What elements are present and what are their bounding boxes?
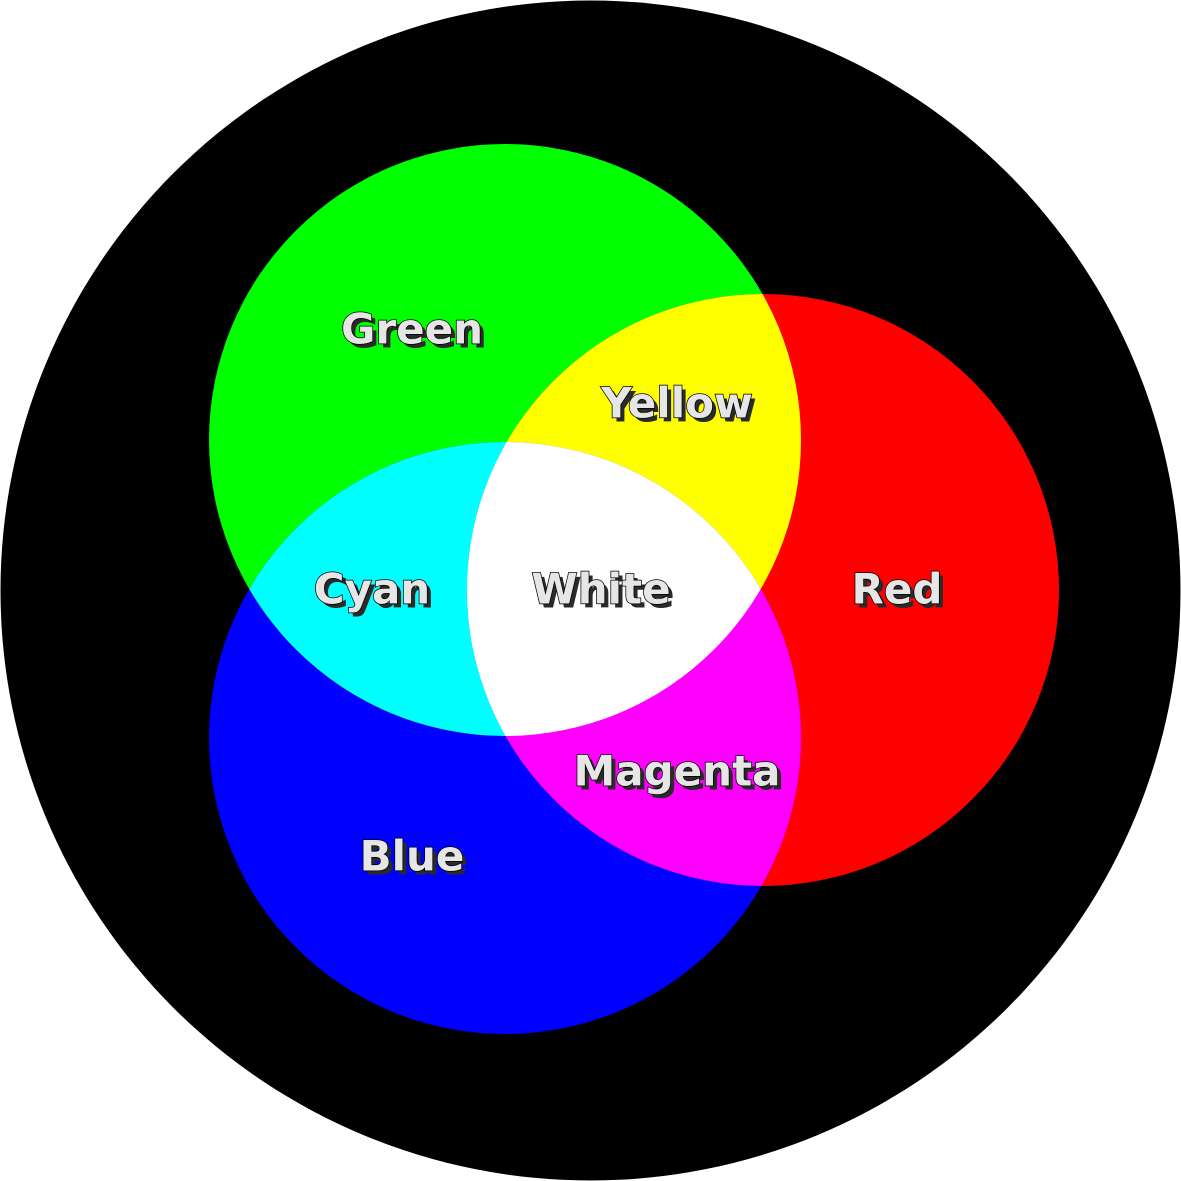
svg-text:Cyan: Cyan (314, 565, 430, 614)
svg-text:Green: Green (341, 305, 483, 354)
svg-text:Red: Red (856, 569, 947, 618)
svg-text:Yellow: Yellow (604, 383, 757, 432)
white-overlap (467, 442, 801, 736)
label-cyan: Cyan Cyan (313, 564, 434, 618)
svg-text:Blue: Blue (364, 836, 469, 885)
svg-text:Magenta: Magenta (573, 747, 780, 796)
svg-text:Magenta: Magenta (577, 751, 784, 800)
label-green: Green Green (340, 304, 487, 358)
svg-text:Yellow: Yellow (600, 379, 753, 428)
svg-text:White: White (531, 565, 670, 614)
label-white: White White (531, 564, 675, 618)
svg-text:Cyan: Cyan (318, 569, 434, 618)
svg-text:Blue: Blue (360, 832, 465, 881)
label-yellow: Yellow Yellow (600, 378, 757, 432)
svg-text:Green: Green (345, 309, 487, 358)
label-blue: Blue Blue (359, 831, 469, 885)
svg-text:Red: Red (852, 565, 943, 614)
svg-text:White: White (535, 569, 674, 618)
label-red: Red Red (851, 564, 947, 618)
label-magenta: Magenta Magenta (573, 746, 785, 800)
